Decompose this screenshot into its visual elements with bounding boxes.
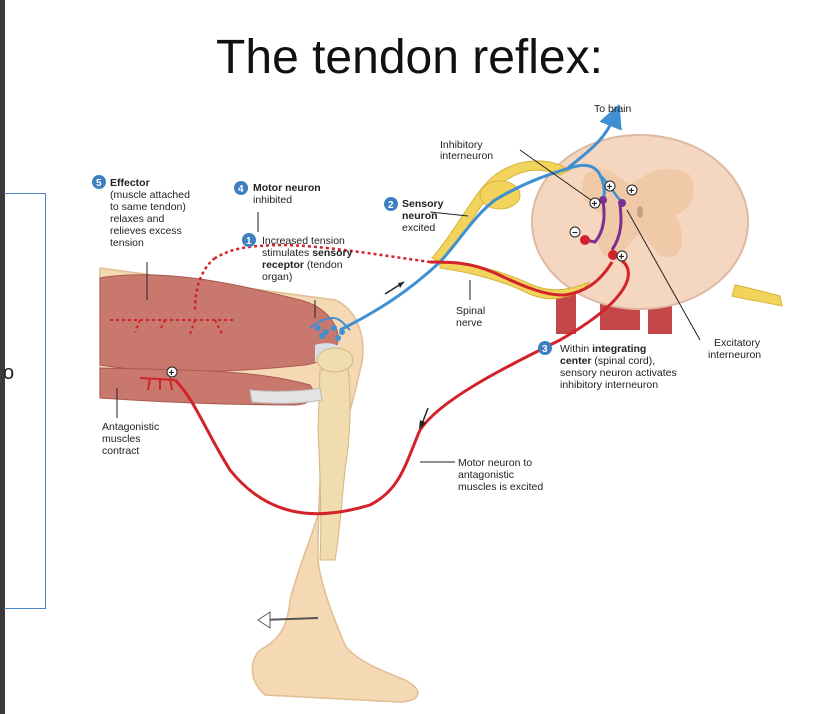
label-tension-3: receptor (tendon: [262, 259, 343, 271]
label-inhibitory-2: interneuron: [440, 150, 493, 162]
label-antagonistic-3: contract: [102, 445, 139, 457]
label-effector-5: tension: [110, 237, 144, 249]
label-integrating-4: inhibitory interneuron: [560, 379, 658, 391]
label-motor-antag-2: antagonistic: [458, 469, 514, 481]
step-badges: 5 4 2 1 3: [92, 175, 552, 355]
label-antagonistic-2: muscles: [102, 433, 141, 445]
label-motor-neuron-inhibited: inhibited: [253, 194, 292, 206]
label-tension-4: organ): [262, 271, 292, 283]
label-effector-1: (muscle attached: [110, 189, 190, 201]
label-spinal-nerve-1: Spinal: [456, 305, 485, 317]
label-spinal-nerve-2: nerve: [456, 317, 482, 329]
side-textbox-frame: [4, 193, 46, 609]
spinal-cord-cross-section: [531, 134, 749, 334]
label-integrating-2: center (spinal cord),: [560, 355, 655, 367]
label-integrating-3: sensory neuron activates: [560, 367, 677, 379]
side-textbox-text: o: [3, 362, 15, 384]
label-sensory-title-1: Sensory: [402, 198, 444, 210]
label-effector-2: to same tendon): [110, 201, 186, 213]
minus-marker: −: [572, 228, 578, 239]
label-effector-4: relieves excess: [110, 225, 182, 237]
leader-lines: [116, 211, 471, 629]
motor-neuron-path: [110, 243, 630, 516]
label-antagonistic-1: Antagonistic: [102, 421, 159, 433]
badge-2: 2: [388, 200, 394, 211]
diagram-labels: To brain Inhibitory interneuron Effector…: [102, 103, 761, 493]
label-sensory-excited: excited: [402, 222, 435, 234]
slide-title: The tendon reflex:: [216, 31, 603, 84]
badge-1: 1: [246, 236, 252, 247]
spinal-interneurons: [519, 149, 701, 341]
leg-illustration: [99, 267, 419, 703]
label-sensory-title-2: neuron: [402, 210, 438, 222]
label-motor-antag-3: muscles is excited: [458, 481, 543, 493]
label-tension-2: stimulates sensory: [262, 247, 353, 259]
window-left-edge: [0, 0, 5, 714]
label-excitatory-2: interneuron: [708, 349, 761, 361]
label-tension-1: Increased tension: [262, 235, 345, 247]
badge-4: 4: [238, 184, 244, 195]
label-motor-neuron-title: Motor neuron: [253, 182, 321, 194]
plus-marker-1: +: [607, 182, 613, 193]
badge-3: 3: [542, 344, 548, 355]
plus-marker-3: +: [592, 199, 598, 210]
badge-5: 5: [96, 178, 102, 189]
label-integrating-1: Within integrating: [560, 343, 646, 355]
plus-marker-2: +: [629, 186, 635, 197]
plus-marker-5: +: [169, 368, 175, 379]
plus-marker-4: +: [619, 252, 625, 263]
label-effector-title: Effector: [110, 177, 150, 189]
label-inhibitory-1: Inhibitory: [440, 139, 483, 151]
synapse-markers: + + + − + +: [166, 180, 638, 379]
label-excitatory-1: Excitatory: [714, 337, 761, 349]
label-to-brain: To brain: [594, 103, 632, 115]
label-motor-antag-1: Motor neuron to: [458, 457, 532, 469]
label-effector-3: relaxes and: [110, 213, 164, 225]
